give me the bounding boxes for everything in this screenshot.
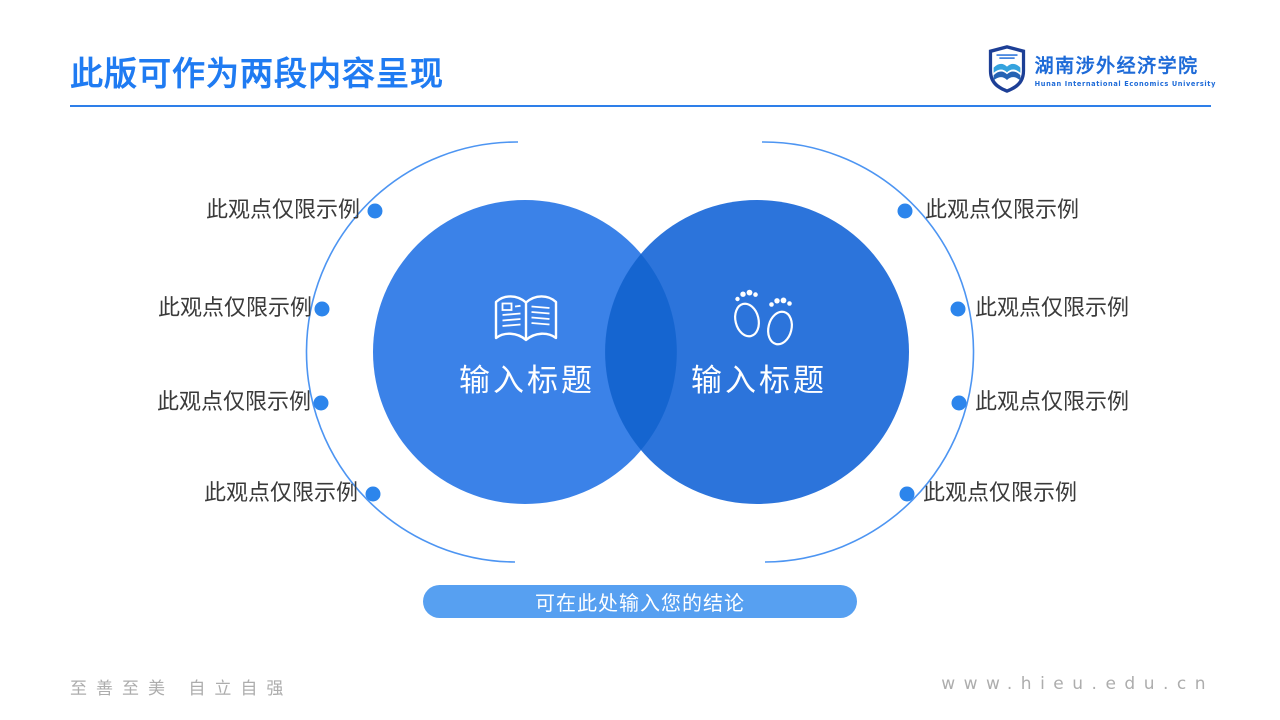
right-circle-title: 输入标题 (691, 363, 827, 399)
university-shield-icon (986, 44, 1028, 98)
point-label-right-3: 此观点仅限示例 (975, 390, 1130, 415)
venn-overlap (605, 254, 677, 450)
point-label-right-2: 此观点仅限示例 (975, 296, 1130, 321)
connector-dot (951, 395, 967, 411)
header-divider (70, 105, 1211, 107)
venn-right-circle (605, 200, 909, 504)
point-label-left-4: 此观点仅限示例 (203, 481, 358, 506)
book-icon (494, 295, 558, 342)
right-orbit-arc (761, 141, 975, 563)
university-name-cn: 湖南涉外经济学院 (1034, 54, 1199, 77)
footprints-icon (734, 289, 793, 346)
point-label-left-2: 此观点仅限示例 (157, 296, 312, 321)
point-label-right-1: 此观点仅限示例 (925, 198, 1080, 223)
connector-dot (950, 301, 966, 317)
footer-website: www.hieu.edu.cn (941, 674, 1214, 694)
university-logo: 湖南涉外经济学院 Hunan International Economics U… (986, 44, 1216, 98)
connector-dot (899, 486, 915, 502)
connector-dot (313, 395, 329, 411)
footer-motto: 至善至美 自立自强 (70, 679, 293, 699)
venn-left-circle (373, 200, 677, 504)
university-name-en: Hunan International Economics University (1034, 79, 1216, 88)
point-label-right-4: 此观点仅限示例 (923, 481, 1078, 506)
point-label-left-1: 此观点仅限示例 (205, 198, 360, 223)
left-circle-title: 输入标题 (459, 363, 595, 399)
connector-dot (897, 203, 913, 219)
conclusion-banner: 可在此处输入您的结论 (423, 585, 857, 618)
connector-dot (367, 203, 383, 219)
point-label-left-3: 此观点仅限示例 (156, 390, 311, 415)
connector-dot (365, 486, 381, 502)
page-title: 此版可作为两段内容呈现 (70, 54, 444, 93)
left-orbit-arc (305, 141, 519, 563)
connector-dot (314, 301, 330, 317)
